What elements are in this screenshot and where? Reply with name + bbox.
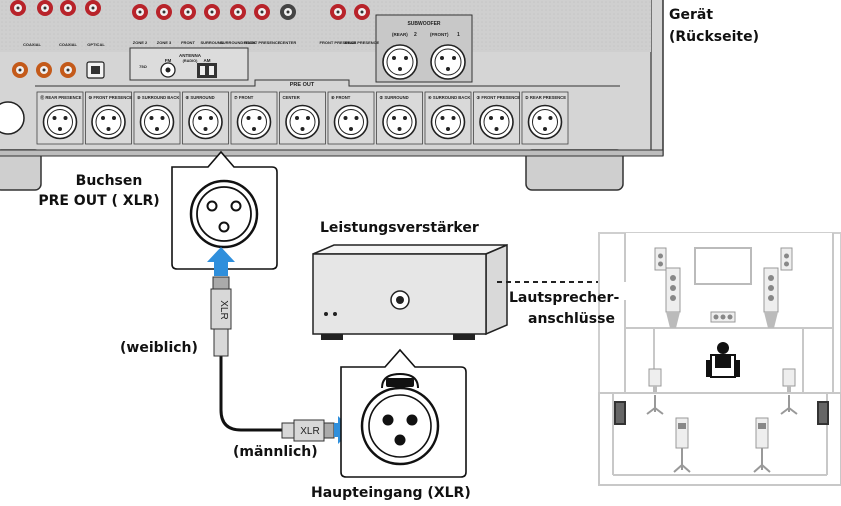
top-label: ZONE 2 bbox=[133, 40, 148, 45]
xlr-jack: ⑩ FRONT PRESENCE bbox=[85, 91, 133, 145]
xlr-jack-label: ⑧ SURROUND bbox=[186, 95, 215, 100]
front-presence-speaker-icon bbox=[654, 247, 667, 271]
speaker-stand-icon bbox=[780, 395, 798, 415]
xlr-jack: ② REAR PRESENCE bbox=[521, 91, 569, 145]
sub-front-label: (FRONT) bbox=[430, 32, 449, 37]
xlr-cable: XLR XLR bbox=[210, 276, 335, 442]
xlr-jack-label: ⑩ FRONT PRESENCE bbox=[89, 95, 133, 100]
sub-rear-label: (REAR) bbox=[392, 32, 408, 37]
top-label: CENTER bbox=[280, 40, 297, 45]
arrow-up-icon bbox=[207, 247, 235, 276]
listener-icon bbox=[706, 342, 740, 378]
xlr-jack-label: ② REAR PRESENCE bbox=[525, 95, 566, 100]
xlr-jack: ⑪ REAR PRESENCE bbox=[36, 91, 84, 145]
xlr-jack-label: ⑪ REAR PRESENCE bbox=[40, 94, 82, 101]
coax-jacks bbox=[12, 61, 105, 79]
subwoofer-xlr-2 bbox=[382, 44, 418, 80]
top-label: SURROUND BACK bbox=[220, 40, 256, 45]
subwoofer-label: SUBWOOFER bbox=[407, 21, 440, 27]
xlr-jack-label: ④ SURROUND BACK bbox=[428, 95, 470, 100]
top-label: REAR PRESENCE bbox=[345, 40, 380, 45]
optical-label: OPTICAL bbox=[87, 42, 105, 47]
top-label: ZONE 3 bbox=[157, 40, 172, 45]
xlr-jack bbox=[0, 101, 25, 135]
main-input-callout bbox=[340, 348, 467, 478]
surround-back-speaker-icon bbox=[755, 417, 769, 449]
xlr-jack: ⑥ FRONT bbox=[327, 91, 375, 145]
pre-out-xlr-jack bbox=[189, 179, 259, 249]
front-speaker-icon bbox=[763, 267, 779, 328]
xlr-jack: ③ FRONT PRESENCE bbox=[473, 91, 521, 145]
receiver-rear-panel: SUBWOOFER (REAR) 2 (FRONT) 1 bbox=[0, 0, 664, 191]
pre-out-label: PRE OUT bbox=[290, 82, 315, 88]
antenna-label: ANTENNA bbox=[179, 53, 202, 58]
amplifier-label: Leistungsverstärker bbox=[320, 220, 479, 236]
male-plug: XLR bbox=[281, 419, 335, 442]
speaker-stand-icon bbox=[753, 448, 771, 473]
xlr-jack-label: ⑥ FRONT bbox=[331, 95, 351, 100]
xlr-jack-label: ⑨ SURROUND BACK bbox=[137, 95, 179, 100]
speaker-terminals-label-line1: Lautsprecher- bbox=[509, 290, 620, 306]
radio-label: (RADIO) bbox=[183, 59, 198, 63]
xlr-jack: CENTER bbox=[279, 91, 326, 145]
surround-speaker-icon bbox=[648, 368, 662, 392]
subwoofer-xlr-1 bbox=[430, 44, 466, 80]
pre-out-jacks-label-line2: PRE OUT ( XLR) bbox=[38, 193, 160, 209]
pre-out-xlr-row: ⑪ REAR PRESENCE ⑩ FRONT PRESENCE ⑨ SURROUN… bbox=[0, 91, 569, 145]
fm-label: FM bbox=[165, 58, 172, 63]
xlr-jack-label: ⑤ SURROUND bbox=[380, 95, 409, 100]
rear-presence-speaker-icon bbox=[614, 401, 626, 425]
am-label: AM bbox=[204, 58, 211, 63]
male-plug-label: XLR bbox=[300, 426, 319, 437]
xlr-jack: ④ SURROUND BACK bbox=[424, 91, 472, 145]
xlr-jack: ⑦ FRONT bbox=[230, 91, 278, 145]
power-amplifier bbox=[312, 243, 508, 340]
female-plug-label: XLR bbox=[218, 300, 229, 319]
top-label: SURROUND bbox=[200, 40, 223, 45]
device-side-label: (Rückseite) bbox=[669, 29, 759, 45]
pre-out-callout bbox=[171, 150, 278, 270]
female-label: (weiblich) bbox=[120, 340, 198, 356]
front-presence-speaker-icon bbox=[780, 247, 793, 271]
main-input-label: Haupteingang (XLR) bbox=[311, 485, 471, 501]
xlr-jack-label: ③ FRONT PRESENCE bbox=[477, 95, 521, 100]
rca-jack-row bbox=[10, 0, 370, 20]
xlr-jack: ⑨ SURROUND BACK bbox=[133, 91, 181, 145]
coax-label: COAXIAL bbox=[59, 42, 78, 47]
tuner-tag: 75Ω bbox=[139, 64, 147, 69]
tv-icon bbox=[694, 247, 752, 285]
center-speaker-icon bbox=[710, 311, 736, 323]
xlr-jack: ⑤ SURROUND bbox=[376, 91, 423, 145]
surround-speaker-icon bbox=[782, 368, 796, 392]
am-terminal bbox=[197, 63, 217, 78]
xlr-jack: ⑧ SURROUND bbox=[182, 91, 229, 145]
sub-num-1: 1 bbox=[457, 32, 460, 38]
male-label: (männlich) bbox=[233, 444, 318, 460]
main-input-xlr-jack bbox=[360, 372, 440, 466]
speaker-room bbox=[598, 232, 841, 486]
fm-connector bbox=[160, 62, 176, 78]
sub-num-2: 2 bbox=[414, 32, 417, 38]
speaker-stand-icon bbox=[646, 395, 664, 415]
coax-label: COAXIAL bbox=[23, 42, 42, 47]
top-label: FRONT bbox=[181, 40, 195, 45]
female-plug: XLR bbox=[210, 276, 232, 357]
rear-presence-speaker-icon bbox=[817, 401, 829, 425]
xlr-jack-label: CENTER bbox=[283, 95, 300, 100]
speaker-stand-icon bbox=[673, 448, 691, 473]
device-label: Gerät bbox=[669, 7, 714, 23]
speaker-terminals-label-line2: anschlüsse bbox=[528, 311, 615, 327]
front-speaker-icon bbox=[665, 267, 681, 328]
surround-back-speaker-icon bbox=[675, 417, 689, 449]
top-label: FRONT PRESENCE bbox=[320, 40, 357, 45]
pre-out-jacks-label-line1: Buchsen bbox=[75, 173, 143, 189]
xlr-jack-label: ⑦ FRONT bbox=[234, 95, 254, 100]
top-label: FRONT PRESENCE bbox=[244, 40, 281, 45]
